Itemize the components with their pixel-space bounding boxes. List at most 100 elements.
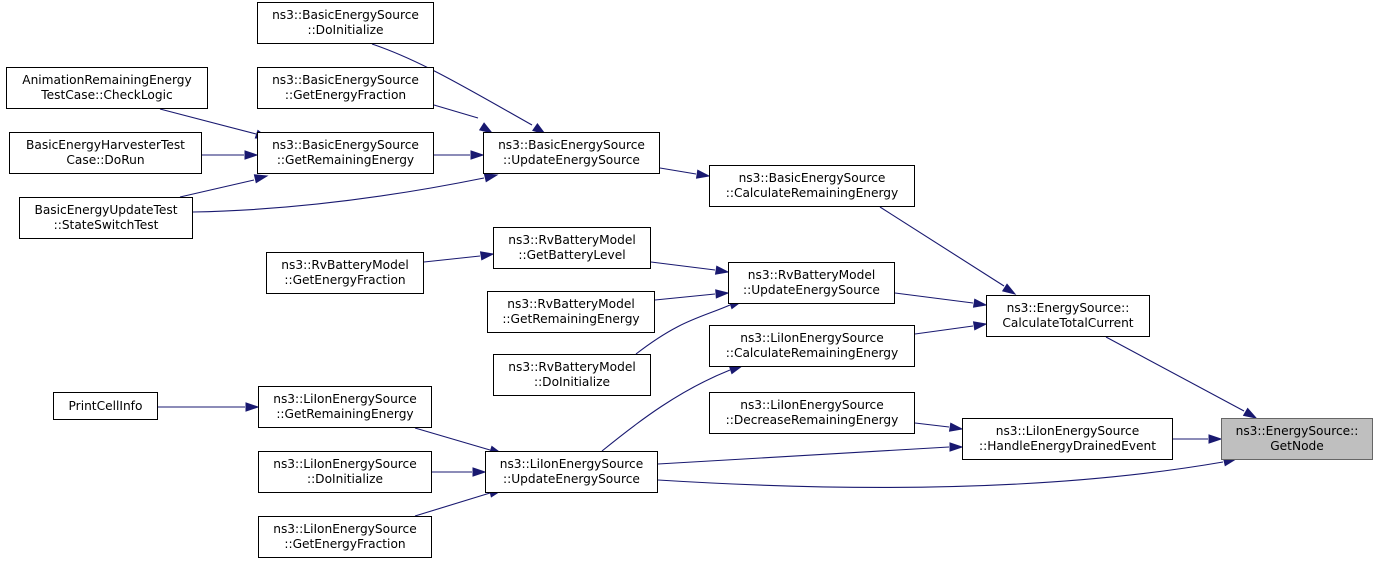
arrowhead-icon xyxy=(972,298,988,308)
graph-node-ns3-energysource-calculatetotalcurrent[interactable]: ns3::EnergySource::CalculateTotalCurrent xyxy=(986,295,1150,337)
call-edge-n19-to-n20 xyxy=(1173,434,1223,444)
graph-node-ns3-basicenergysource-doinitialize[interactable]: ns3::BasicEnergySource::DoInitialize xyxy=(257,2,434,44)
graph-node-label-line: ns3::EnergySource:: xyxy=(1006,301,1130,315)
call-edge-line xyxy=(414,427,491,451)
call-edge-n8-to-n13 xyxy=(879,206,1017,295)
call-edge-n9-to-n11 xyxy=(650,261,730,275)
graph-node-label-line: ns3::BasicEnergySource xyxy=(272,138,419,152)
arrowhead-icon xyxy=(695,169,711,179)
graph-node-label-line: ::UpdateEnergySource xyxy=(503,153,640,167)
arrowhead-icon xyxy=(245,402,260,412)
call-edge-line xyxy=(657,446,950,465)
call-edge-line xyxy=(654,293,716,301)
graph-node-ns3-basicenergysource-getremainingenergy[interactable]: ns3::BasicEnergySource::GetRemainingEner… xyxy=(257,132,434,174)
graph-node-ns3-rvbatterymodel-updateenergysource[interactable]: ns3::RvBatteryModel::UpdateEnergySource xyxy=(728,262,895,304)
graph-node-label-line: ns3::BasicEnergySource xyxy=(272,73,419,87)
call-edge-line xyxy=(914,422,950,428)
call-edge-line xyxy=(1105,336,1245,412)
call-edge-n22-to-n19 xyxy=(657,442,964,465)
graph-node-label-line: ::StateSwitchTest xyxy=(53,218,159,232)
graph-node-ns3-liionenergysource-doinitialize[interactable]: ns3::LiIonEnergySource::DoInitialize xyxy=(258,451,432,493)
arrowhead-icon xyxy=(470,150,485,160)
graph-node-ns3-liionenergysource-getenergyfraction[interactable]: ns3::LiIonEnergySource::GetEnergyFractio… xyxy=(258,516,432,558)
call-edge-line xyxy=(659,167,697,175)
arrowhead-icon xyxy=(472,467,487,477)
arrowhead-icon xyxy=(714,265,730,275)
graph-node-label-line: BasicEnergyUpdateTest xyxy=(34,203,178,217)
graph-node-ns3-liionenergysource-updateenergysource[interactable]: ns3::LiIonEnergySource::UpdateEnergySour… xyxy=(485,451,658,493)
graph-node-label-line: ns3::LiIonEnergySource xyxy=(740,331,884,345)
call-edge-n5-to-n6 xyxy=(434,150,485,160)
graph-node-ns3-liionenergysource-decreaseremainingenergy[interactable]: ns3::LiIonEnergySource::DecreaseRemainin… xyxy=(709,392,915,434)
graph-node-label-line: ns3::BasicEnergySource xyxy=(272,8,419,22)
graph-node-label-line: TestCase::CheckLogic xyxy=(41,88,173,102)
arrowhead-icon xyxy=(1208,434,1223,444)
graph-node-ns3-liionenergysource-handleenergydrainedevent[interactable]: ns3::LiIonEnergySource::HandleEnergyDrai… xyxy=(962,418,1173,460)
graph-node-ns3-rvbatterymodel-getremainingenergy[interactable]: ns3::RvBatteryModel::GetRemainingEnergy xyxy=(487,291,655,333)
call-edge-line xyxy=(601,369,731,452)
graph-node-ns3-energysource-getnode: ns3::EnergySource::GetNode xyxy=(1221,418,1373,460)
graph-node-label-line: CalculateTotalCurrent xyxy=(1002,316,1134,330)
call-edge-n22-to-n20 xyxy=(657,457,1238,489)
call-edge-n23-to-n22 xyxy=(414,488,504,517)
graph-node-basicenergyupdatetest-stateswitchtest[interactable]: BasicEnergyUpdateTest::StateSwitchTest xyxy=(19,197,193,239)
graph-node-label-line: ::GetBatteryLevel xyxy=(518,248,626,262)
graph-node-label-line: ns3::LiIonEnergySource xyxy=(273,392,417,406)
graph-node-label-line: ns3::LiIonEnergySource xyxy=(740,398,884,412)
graph-node-ns3-rvbatterymodel-getenergyfraction[interactable]: ns3::RvBatteryModel::GetEnergyFraction xyxy=(266,252,424,294)
graph-node-label-line: ::HandleEnergyDrainedEvent xyxy=(979,439,1156,453)
arrowhead-icon xyxy=(479,251,495,261)
call-edge-n6-to-n8 xyxy=(659,167,711,179)
call-edge-line xyxy=(414,492,491,517)
graph-node-ns3-basicenergysource-updateenergysource[interactable]: ns3::BasicEnergySource::UpdateEnergySour… xyxy=(483,132,660,174)
graph-node-label-line: ::DoInitialize xyxy=(307,23,384,37)
graph-node-label-line: PrintCellInfo xyxy=(68,398,143,413)
graph-node-label-line: Case::DoRun xyxy=(66,153,145,167)
graph-node-label-line: ns3::RvBatteryModel xyxy=(507,297,635,311)
graph-node-ns3-liionenergysource-getremainingenergy[interactable]: ns3::LiIonEnergySource::GetRemainingEner… xyxy=(258,386,432,428)
arrowhead-icon xyxy=(728,365,744,375)
call-edge-n21-to-n22 xyxy=(432,467,487,477)
call-edge-n18-to-n19 xyxy=(914,422,964,432)
graph-node-label-line: ns3::BasicEnergySource xyxy=(738,171,886,185)
call-edge-line xyxy=(159,108,257,135)
graph-node-label-line: ns3::RvBatteryModel xyxy=(508,233,636,247)
graph-node-label-line: ::CalculateRemainingEnergy xyxy=(725,346,899,360)
graph-node-label-line: ns3::LiIonEnergySource xyxy=(273,457,417,471)
arrowhead-icon xyxy=(949,442,964,452)
call-edge-line xyxy=(423,255,481,263)
graph-node-label-line: ::DoInitialize xyxy=(306,472,384,486)
call-edge-n4-to-n5 xyxy=(202,150,259,160)
call-edge-n14-to-n13 xyxy=(914,321,988,335)
call-edge-line xyxy=(894,292,974,304)
call-edge-n7-to-n6 xyxy=(192,173,499,213)
graph-node-ns3-rvbatterymodel-doinitialize[interactable]: ns3::RvBatteryModel::DoInitialize xyxy=(493,354,651,396)
graph-node-label-line: ::GetEnergyFraction xyxy=(284,537,406,551)
arrowhead-icon xyxy=(244,150,259,160)
graph-node-label-line: ::UpdateEnergySource xyxy=(743,283,880,297)
arrowhead-icon xyxy=(478,122,494,134)
graph-node-printcellinfo[interactable]: PrintCellInfo xyxy=(53,392,158,420)
call-edge-n7-to-n5 xyxy=(179,174,269,198)
call-edge-n12-to-n11 xyxy=(654,289,730,301)
arrowhead-icon xyxy=(715,289,730,299)
graph-node-ns3-rvbatterymodel-getbatterylevel[interactable]: ns3::RvBatteryModel::GetBatteryLevel xyxy=(493,227,651,269)
graph-node-label-line: ns3::LiIonEnergySource xyxy=(499,457,644,471)
call-edge-line xyxy=(650,261,716,271)
graph-node-label-line: ::DecreaseRemainingEnergy xyxy=(725,413,899,427)
graph-node-ns3-liionenergysource-calculateremainingenergy[interactable]: ns3::LiIonEnergySource::CalculateRemaini… xyxy=(709,325,915,367)
graph-node-ns3-basicenergysource-getenergyfraction[interactable]: ns3::BasicEnergySource::GetEnergyFractio… xyxy=(257,67,434,109)
graph-node-ns3-basicenergysource-calculateremainingenergy[interactable]: ns3::BasicEnergySource::CalculateRemaini… xyxy=(709,165,915,207)
call-edge-n3-to-n6 xyxy=(433,104,494,134)
arrowhead-icon xyxy=(483,173,499,183)
graph-node-label-line: ::CalculateRemainingEnergy xyxy=(725,186,899,200)
arrowhead-icon xyxy=(1001,283,1017,295)
call-edge-line xyxy=(914,325,974,335)
graph-node-label-line: ns3::RvBatteryModel xyxy=(508,360,636,374)
call-edge-line xyxy=(657,461,1224,489)
graph-node-label-line: ::GetRemainingEnergy xyxy=(276,153,415,167)
graph-node-label-line: ::UpdateEnergySource xyxy=(503,472,640,486)
